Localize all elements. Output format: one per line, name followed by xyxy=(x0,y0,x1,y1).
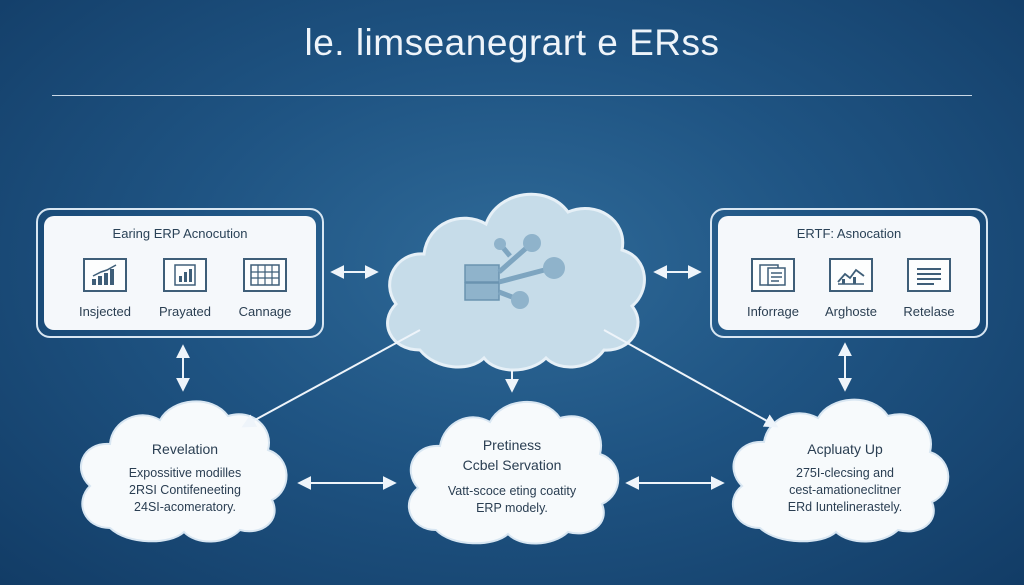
cloud-line: cest-amationeclitner xyxy=(789,483,901,497)
cloud-line: Expossitive modilles xyxy=(128,466,242,480)
diagram-title: le. limseanegrart e ERss xyxy=(304,22,720,63)
cloud-line: 24SI-acomeratory. xyxy=(134,500,236,514)
cloud-center-text: Pretiness Ccbel Servation Vatt-scoce eti… xyxy=(420,437,604,517)
right-panel-item-label: Inforrage xyxy=(746,304,800,319)
left-erp-panel: Earing ERP Acnocution Insjected Prayated xyxy=(36,208,324,338)
left-panel-item-3[interactable]: Cannage xyxy=(224,258,306,319)
left-panel-item-1[interactable]: Insjected xyxy=(64,258,146,319)
left-panel-item-2[interactable]: Prayated xyxy=(144,258,226,319)
right-panel-item-1[interactable]: Inforrage xyxy=(732,258,814,319)
line-chart-icon xyxy=(829,258,873,292)
cloud-subtitle: Ccbel Servation xyxy=(462,457,562,473)
title-divider xyxy=(52,95,972,96)
hub-cloud xyxy=(386,192,646,372)
network-nodes-icon xyxy=(464,234,565,309)
cloud-center xyxy=(407,401,620,545)
cloud-right-text: Acpluaty Up 275I-clecsing and cest-amati… xyxy=(752,441,938,516)
cloud-left-text: Revelation Expossitive modilles 2RSI Con… xyxy=(100,441,270,516)
right-panel-item-label: Arghoste xyxy=(824,304,878,319)
arrow-hub-cloud-left xyxy=(241,329,421,428)
cloud-line: ERd Iuntelinerastely. xyxy=(787,500,903,514)
bar-chart-icon xyxy=(83,258,127,292)
left-panel-item-label: Prayated xyxy=(158,304,212,319)
cloud-line: 2RSI Contifeneeting xyxy=(129,483,241,497)
right-panel-title: ERTF: Asnocation xyxy=(796,226,902,241)
cloud-title: Revelation xyxy=(151,441,219,457)
grid-table-icon xyxy=(243,258,287,292)
cloud-line: ERP modely. xyxy=(476,501,548,515)
cloud-right xyxy=(731,398,950,543)
cloud-title: Acpluaty Up xyxy=(807,441,883,457)
cloud-line: Vatt-scoce eting coatity xyxy=(447,484,577,498)
left-panel-title: Earing ERP Acnocution xyxy=(112,226,248,241)
report-chart-icon xyxy=(163,258,207,292)
document-list-icon xyxy=(751,258,795,292)
right-erp-panel: ERTF: Asnocation Inforrage Arghoste xyxy=(710,208,988,338)
right-panel-item-2[interactable]: Arghoste xyxy=(810,258,892,319)
arrow-hub-cloud-right xyxy=(603,329,779,428)
cloud-line: 275I-clecsing and xyxy=(796,466,894,480)
right-panel-item-3[interactable]: Retelase xyxy=(888,258,970,319)
left-panel-item-label: Cannage xyxy=(238,304,292,319)
text-lines-icon xyxy=(907,258,951,292)
left-panel-item-label: Insjected xyxy=(78,304,132,319)
right-panel-item-label: Retelase xyxy=(903,304,955,319)
cloud-title: Pretiness xyxy=(482,437,542,453)
